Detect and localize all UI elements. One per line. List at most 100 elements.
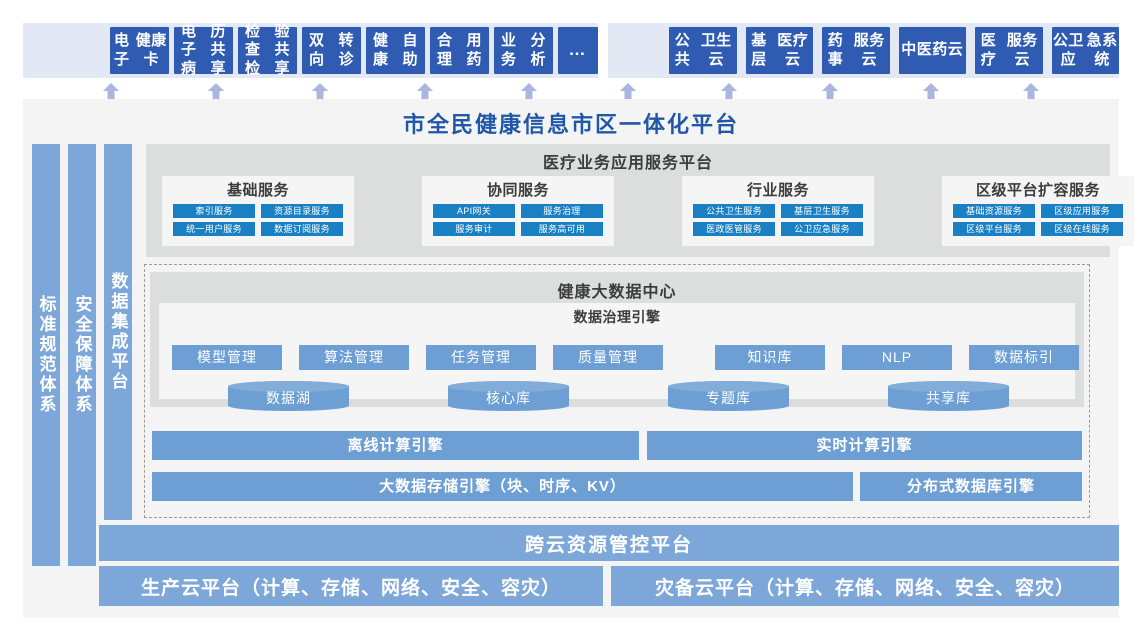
data-governance-engine-title: 数据治理引擎 (573, 309, 661, 325)
chip-service[interactable]: 统一用户服务 (173, 222, 255, 236)
top-app-box[interactable]: 电子健康卡 (110, 27, 169, 74)
top-app-box[interactable]: 电子病历共享 (174, 23, 233, 77)
app-label-line1: 检查检 (244, 23, 261, 77)
card-collaboration-service[interactable]: 协同服务 API网关 服务治理 服务审计 服务高可用 (422, 176, 614, 246)
top-app-box[interactable]: 健康自助 (366, 27, 425, 74)
card-title: 协同服务 (486, 182, 549, 199)
app-label-line2: 服务云 (853, 32, 885, 68)
business-service-platform: 医疗业务应用服务平台 基础服务 索引服务 资源目录服务 统一用户服务 数据订阅服… (146, 144, 1134, 257)
page-title: 市全民健康信息市区一体化平台 (402, 112, 739, 137)
arrow-up-icon (1022, 82, 1040, 102)
gov-chip-task-management[interactable]: 任务管理 (426, 345, 536, 370)
card-basic-service[interactable]: 基础服务 索引服务 资源目录服务 统一用户服务 数据订阅服务 (162, 176, 354, 246)
app-label-line1: 电子病 (180, 23, 197, 77)
sidebar-security-system[interactable]: 安全保障体系 (68, 144, 96, 566)
arrow-up-icon (821, 82, 839, 102)
cross-cloud-resource-platform[interactable]: 跨云资源管控平台 (99, 525, 1119, 561)
card-title: 区级平台扩容服务 (975, 182, 1100, 199)
engine-realtime-compute[interactable]: 实时计算引擎 (647, 431, 1082, 460)
database-label: 专题库 (706, 390, 751, 406)
app-label-line2: 急系统 (1086, 32, 1118, 68)
engine-distributed-database[interactable]: 分布式数据库引擎 (860, 472, 1082, 501)
chip-grid: 公共卫生服务 基层卫生服务 医政医管服务 公卫应急服务 (682, 204, 874, 236)
chip-service[interactable]: 服务治理 (521, 204, 603, 218)
chip-service[interactable]: 区级应用服务 (1041, 204, 1123, 218)
arrow-up-icon (416, 82, 434, 102)
chip-service[interactable]: 公共卫生服务 (693, 204, 775, 218)
chip-service[interactable]: API网关 (433, 204, 515, 218)
app-label-line2: 用药 (466, 32, 482, 68)
top-app-box[interactable]: … (558, 27, 598, 74)
arrow-up-icon (102, 82, 120, 102)
gov-chip-model-management[interactable]: 模型管理 (172, 345, 282, 370)
database-label: 核心库 (486, 390, 531, 406)
big-data-center-title: 健康大数据中心 (557, 284, 677, 301)
arrow-up-icon (619, 82, 637, 102)
chip-service[interactable]: 基层卫生服务 (781, 204, 863, 218)
gov-chip-nlp[interactable]: NLP (842, 345, 952, 370)
top-app-box[interactable]: 检查检验共享 (238, 23, 297, 77)
app-label-line2: 转诊 (338, 32, 354, 68)
database-core-repository[interactable]: 核心库 (448, 381, 569, 411)
top-app-box[interactable]: 公卫应急系统 (1051, 27, 1119, 74)
card-district-expansion-service[interactable]: 区级平台扩容服务 基础资源服务 区级应用服务 区级平台服务 区级在线服务 (942, 176, 1134, 246)
big-data-center-boundary (144, 264, 1090, 518)
top-app-box[interactable]: 医疗服务云 (975, 27, 1043, 74)
chip-service[interactable]: 服务高可用 (521, 222, 603, 236)
arrow-up-icon (922, 82, 940, 102)
chip-service[interactable]: 区级平台服务 (953, 222, 1035, 236)
app-label-line2: 历共享 (210, 23, 226, 77)
top-app-box[interactable]: 药事服务云 (822, 27, 890, 74)
arrow-up-icon (311, 82, 329, 102)
top-app-box[interactable]: 中医药云 (898, 27, 966, 74)
app-label-line1: 健康 (372, 32, 389, 68)
app-label-line1: 业务 (500, 32, 517, 68)
app-label-line1: 电子 (114, 32, 130, 68)
sidebar-standard-system[interactable]: 标准规范体系 (32, 144, 60, 566)
chip-service[interactable]: 医政医管服务 (693, 222, 775, 236)
production-cloud-platform[interactable]: 生产云平台（计算、存储、网络、安全、容灾） (99, 566, 603, 606)
disaster-recovery-cloud-platform[interactable]: 灾备云平台（计算、存储、网络、安全、容灾） (611, 566, 1119, 606)
app-label-line2: 服务云 (1006, 32, 1038, 68)
engine-offline-compute[interactable]: 离线计算引擎 (152, 431, 639, 460)
app-label-line1: 合理 (436, 32, 453, 68)
chip-service[interactable]: 数据订阅服务 (261, 222, 343, 236)
chip-grid: API网关 服务治理 服务审计 服务高可用 (422, 204, 614, 236)
top-app-strip-right: 公共卫生云基层医疗云药事服务云中医药云医疗服务云公卫应急系统 (608, 23, 1119, 78)
app-label-line2: 卫生云 (700, 32, 732, 68)
top-app-strip-left: 电子健康卡电子病历共享检查检验共享双向转诊健康自助合理用药业务分析… (23, 23, 598, 78)
app-label-line1: 公卫应 (1052, 32, 1084, 68)
chip-grid: 索引服务 资源目录服务 统一用户服务 数据订阅服务 (162, 204, 354, 236)
app-label-line2: 药云 (932, 41, 964, 59)
sidebar-data-integration-platform[interactable]: 数据集成平台 (104, 144, 132, 520)
database-label: 共享库 (926, 390, 971, 406)
card-industry-service[interactable]: 行业服务 公共卫生服务 基层卫生服务 医政医管服务 公卫应急服务 (682, 176, 874, 246)
card-title: 基础服务 (226, 182, 289, 199)
top-app-box[interactable]: 公共卫生云 (669, 27, 737, 74)
app-label-line1: 公共 (674, 32, 691, 68)
database-subject-repository[interactable]: 专题库 (668, 381, 789, 411)
gov-chip-knowledge-base[interactable]: 知识库 (715, 345, 825, 370)
chip-service[interactable]: 服务审计 (433, 222, 515, 236)
database-shared-repository[interactable]: 共享库 (888, 381, 1009, 411)
app-label-line2: 健康卡 (135, 32, 167, 68)
top-app-box[interactable]: 业务分析 (494, 27, 553, 74)
chip-service[interactable]: 区级在线服务 (1041, 222, 1123, 236)
gov-chip-data-tagging[interactable]: 数据标引 (969, 345, 1079, 370)
top-app-box[interactable]: 双向转诊 (302, 27, 361, 74)
gov-chip-algorithm-management[interactable]: 算法管理 (299, 345, 409, 370)
database-data-lake[interactable]: 数据湖 (228, 381, 349, 411)
app-label-line1: 药事 (827, 32, 844, 68)
arrow-up-icon (520, 82, 538, 102)
chip-service[interactable]: 索引服务 (173, 204, 255, 218)
gov-chip-quality-management[interactable]: 质量管理 (553, 345, 663, 370)
chip-service[interactable]: 基础资源服务 (953, 204, 1035, 218)
top-app-box[interactable]: 合理用药 (430, 27, 489, 74)
app-label-line2: 分析 (530, 32, 546, 68)
top-app-box[interactable]: 基层医疗云 (745, 27, 813, 74)
app-label-line1: 医疗 (980, 32, 997, 68)
engine-bigdata-storage[interactable]: 大数据存储引擎（块、时序、KV） (152, 472, 853, 501)
chip-service[interactable]: 资源目录服务 (261, 204, 343, 218)
chip-service[interactable]: 公卫应急服务 (781, 222, 863, 236)
